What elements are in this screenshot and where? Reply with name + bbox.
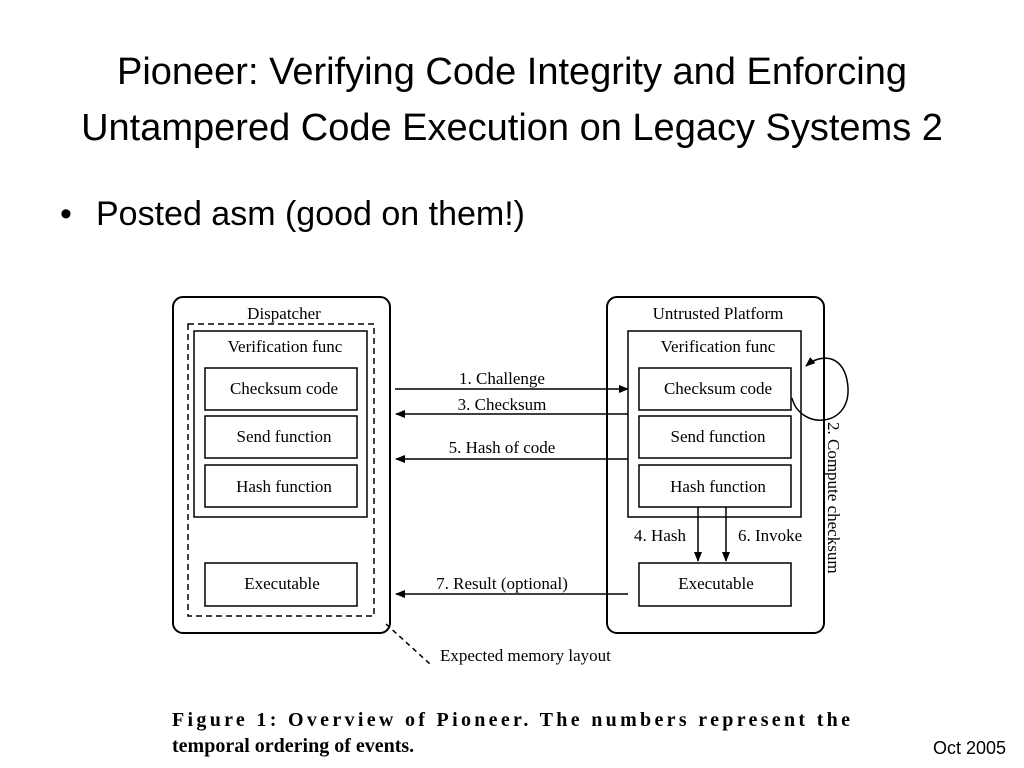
- untrusted-verification-box: [627, 330, 802, 518]
- untrusted-executable-box: [638, 562, 792, 607]
- dispatcher-checksum-box: [204, 367, 358, 411]
- dispatcher-title: Dispatcher: [247, 304, 321, 323]
- untrusted-executable-label: Executable: [678, 574, 754, 593]
- untrusted-checksum-label: Checksum code: [664, 379, 772, 398]
- slide-title-line-1: Pioneer: Verifying Code Integrity and En…: [116, 51, 908, 93]
- memory-layout-label: Expected memory layout: [440, 646, 611, 665]
- figure-caption-line-2: temporal ordering of events.: [172, 735, 414, 757]
- untrusted-verification-label: Verification func: [661, 337, 776, 356]
- untrusted-checksum-box: [638, 367, 792, 411]
- checksum-label: 3. Checksum: [458, 395, 547, 414]
- dispatcher-executable-label: Executable: [244, 574, 320, 593]
- dispatcher-send-label: Send function: [237, 427, 332, 446]
- figure-caption-line-1: Figure 1: Overview of Pioneer. The numbe…: [172, 709, 850, 731]
- hash-of-code-label: 5. Hash of code: [449, 438, 556, 457]
- untrusted-platform-title: Untrusted Platform: [653, 304, 784, 323]
- invoke-label: 6. Invoke: [738, 526, 802, 545]
- untrusted-send-box: [638, 415, 792, 459]
- dispatcher-hash-label: Hash function: [236, 477, 332, 496]
- dispatcher-verification-label: Verification func: [228, 337, 343, 356]
- slide-title-line-2: Untampered Code Execution on Legacy Syst…: [81, 107, 943, 149]
- untrusted-hash-label: Hash function: [670, 477, 766, 496]
- dispatcher-box: [172, 296, 391, 634]
- result-label: 7. Result (optional): [436, 574, 568, 593]
- dispatcher-verification-box: [193, 330, 368, 518]
- compute-checksum-label: 2. Compute checksum: [824, 422, 843, 574]
- dispatcher-executable-box: [204, 562, 358, 607]
- untrusted-send-label: Send function: [671, 427, 766, 446]
- slide-title: Pioneer: Verifying Code Integrity and En…: [0, 44, 1024, 156]
- memory-layout-pointer: [385, 623, 431, 665]
- footer-date: Oct 2005: [932, 738, 1006, 758]
- bullet-text: Posted asm (good on them!): [96, 195, 526, 233]
- bullet-dot-icon: •: [60, 195, 72, 233]
- bullet-item: • Posted asm (good on them!): [60, 190, 525, 238]
- memory-layout-region: [187, 323, 375, 617]
- untrusted-platform-box: [606, 296, 825, 634]
- untrusted-hash-box: [638, 464, 792, 508]
- compute-checksum-loop: [791, 357, 849, 421]
- dispatcher-hash-box: [204, 464, 358, 508]
- dispatcher-checksum-label: Checksum code: [230, 379, 338, 398]
- challenge-label: 1. Challenge: [459, 369, 545, 388]
- dispatcher-send-box: [204, 415, 358, 459]
- hash-label: 4. Hash: [634, 526, 686, 545]
